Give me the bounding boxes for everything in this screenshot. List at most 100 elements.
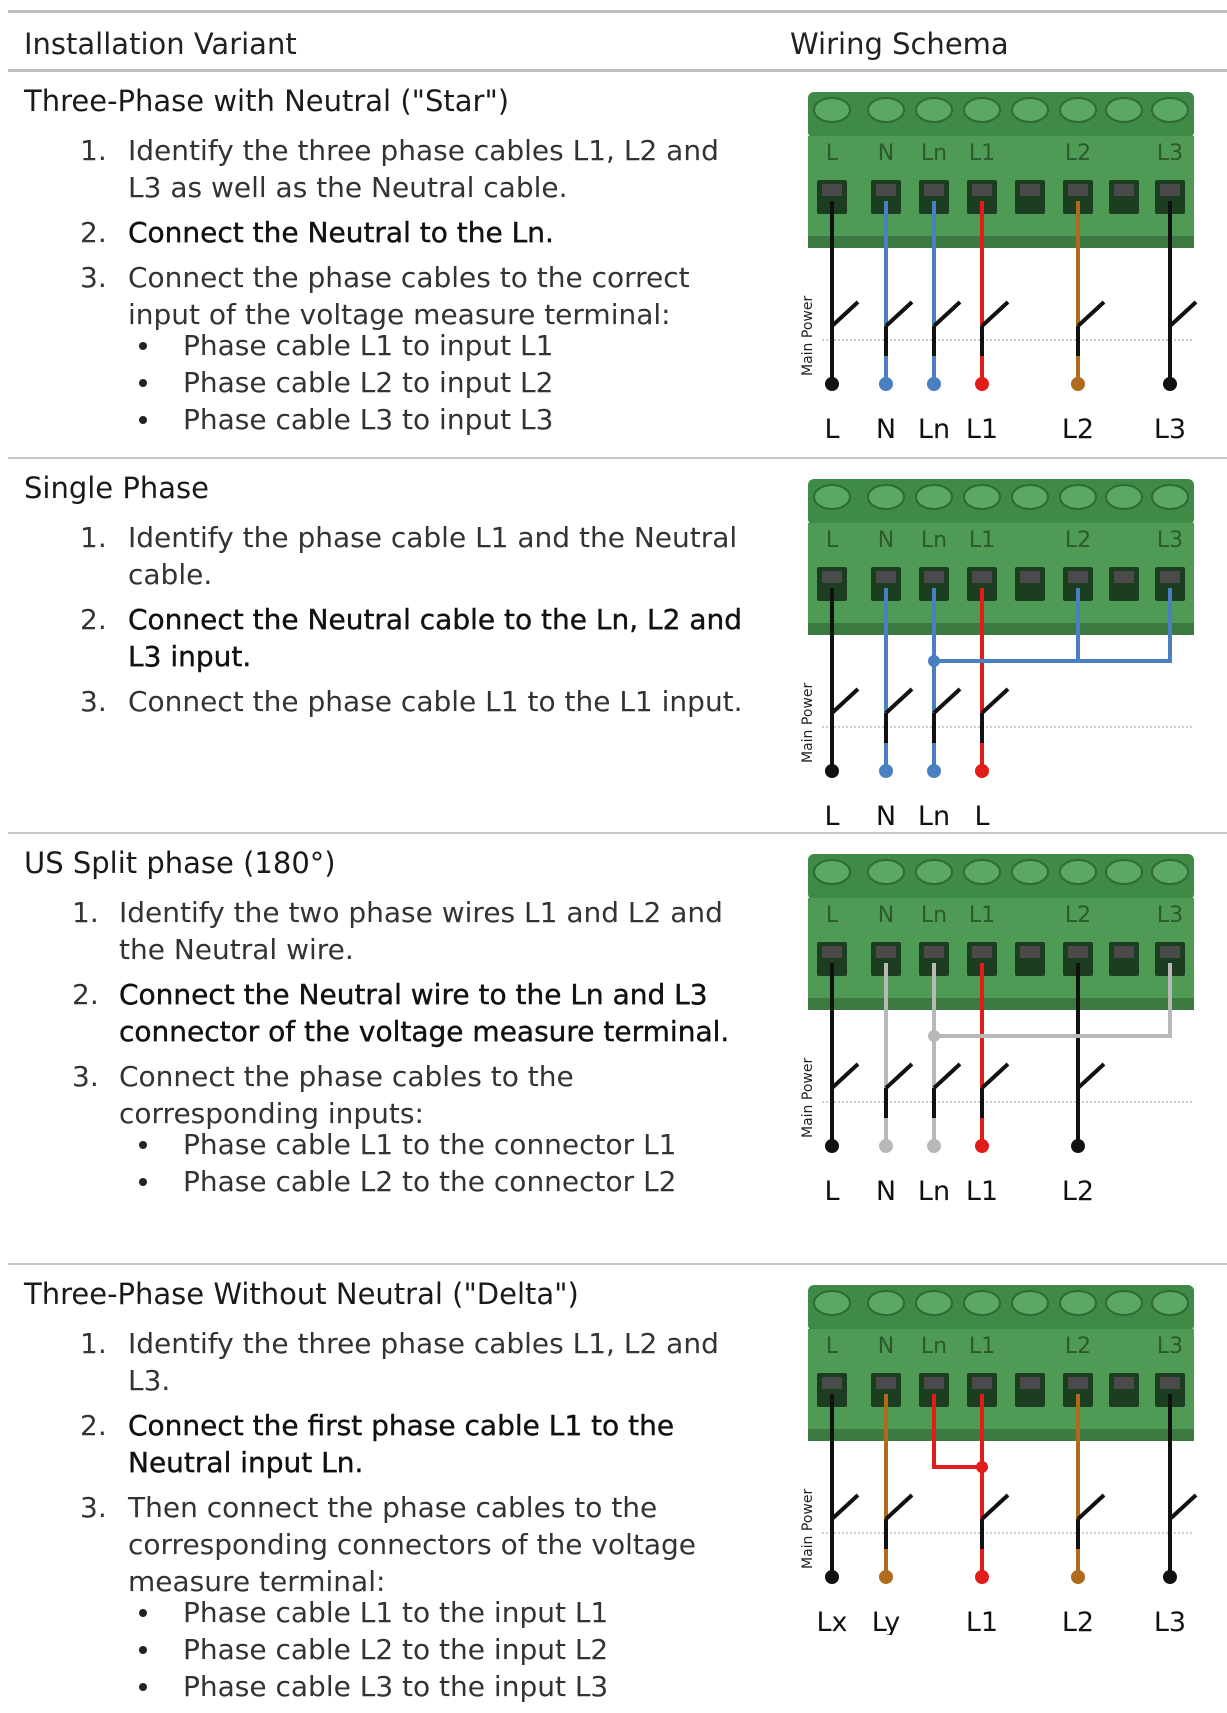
- terminal-label: N: [878, 1334, 894, 1359]
- step-text: Connect the first phase cable L1 to the …: [128, 1409, 675, 1479]
- main-power-label: Main Power: [800, 683, 816, 763]
- terminal-labels: L N Ln L1 L2 L3: [826, 141, 1183, 166]
- main-power-label: Main Power: [800, 296, 816, 376]
- terminal-label: L: [826, 903, 839, 928]
- bottom-label: L2: [1062, 1607, 1094, 1635]
- step-text: Connect the phase cables to the correspo…: [119, 1060, 574, 1130]
- bottom-label: N: [876, 1176, 896, 1204]
- bullet-text: Phase cable L1 to the connector L1: [183, 1128, 677, 1161]
- terminal-label: L1: [969, 903, 995, 928]
- wiring-table: Installation Variant Wiring Schema Three…: [8, 10, 1227, 1703]
- step-list: 1.Identify the three phase cables L1, L2…: [8, 1325, 748, 1713]
- bullet-text: Phase cable L3 to the input L3: [183, 1670, 609, 1703]
- bullet-item: Phase cable L1 to the input L1: [8, 1594, 748, 1631]
- bottom-labels: Lx Ly L1 L2 L3: [816, 1607, 1186, 1635]
- step-number: 3.: [80, 1491, 107, 1524]
- bullet-item: Phase cable L3 to input L3: [8, 401, 748, 438]
- step-item: 1. Identify the phase cable L1 and the Ne…: [8, 519, 748, 593]
- variant-title: Three-Phase Without Neutral ("Delta"): [24, 1277, 579, 1311]
- step-text: Connect the Neutral to the Ln.: [128, 216, 554, 249]
- variant-split-row: US Split phase (180°) 1.Identify the two…: [8, 834, 1227, 1265]
- switch-row: [822, 1493, 1198, 1584]
- bullet-dot: [139, 1646, 147, 1654]
- bullet-list: Phase cable L1 to the input L1 Phase cab…: [8, 1594, 748, 1705]
- terminal-label: L1: [969, 528, 995, 553]
- bullet-text: Phase cable L2 to the connector L2: [183, 1165, 677, 1198]
- bullet-dot: [139, 1683, 147, 1691]
- bottom-label: L1: [966, 1607, 998, 1635]
- wires: [830, 201, 1172, 356]
- terminal-label: L3: [1157, 141, 1183, 166]
- terminal-block: [808, 92, 1194, 248]
- step-item: 2.Connect the first phase cable L1 to th…: [8, 1407, 748, 1481]
- terminal-label: L2: [1065, 141, 1091, 166]
- terminal-label: N: [878, 903, 894, 928]
- step-list: 1. Identify the three phase cables L1, L2…: [8, 132, 748, 446]
- step-number: 1.: [80, 521, 107, 554]
- variant-title: Single Phase: [24, 471, 209, 505]
- step-item: 1. Identify the two phase wires L1 and L2…: [8, 894, 748, 968]
- step-text: Identify the three phase cables L1, L2 a…: [128, 134, 719, 204]
- bullet-item: Phase cable L3 to the input L3: [8, 1668, 748, 1705]
- terminal-label: Ln: [921, 1334, 947, 1359]
- step-number: 3.: [80, 685, 107, 718]
- variant-delta-row: Three-Phase Without Neutral ("Delta") 1.…: [8, 1265, 1227, 1703]
- header-schema: Wiring Schema: [790, 27, 1009, 61]
- variant-single-row: Single Phase 1. Identify the phase cable …: [8, 459, 1227, 834]
- terminal-label: L3: [1157, 903, 1183, 928]
- terminal-label: Ln: [921, 141, 947, 166]
- terminal-labels: L N Ln L1 L2 L3: [826, 903, 1183, 928]
- step-text: Identify the phase cable L1 and the Neut…: [128, 521, 738, 591]
- step-list: 1. Identify the phase cable L1 and the Ne…: [8, 519, 748, 728]
- bottom-label: L3: [1154, 414, 1186, 442]
- bottom-label: L1: [966, 1176, 998, 1204]
- step-item: 3.Connect the phase cables to the correc…: [8, 259, 748, 438]
- bullet-dot: [139, 1141, 147, 1149]
- step-number: 1.: [80, 134, 107, 167]
- terminal-label: L1: [969, 1334, 995, 1359]
- step-item: 2. Connect the Neutral wire to the Ln and…: [8, 976, 748, 1050]
- bullet-dot: [139, 342, 147, 350]
- bottom-labels: L N Ln L1 L2: [824, 1176, 1094, 1204]
- bullet-text: Phase cable L2 to input L2: [183, 366, 554, 399]
- step-number: 1.: [72, 896, 99, 929]
- bottom-label: L: [824, 1176, 839, 1204]
- step-text: Connect the phase cables to the correct …: [128, 261, 690, 331]
- variant-star-row: Three-Phase with Neutral ("Star") 1. Iden…: [8, 72, 1227, 459]
- switch-row: [822, 300, 1198, 391]
- wiring-diagram-delta: L N Ln L1 L2 L3 Main Power Lx Ly L1 L2 L…: [800, 1285, 1198, 1635]
- bottom-label: L1: [966, 414, 998, 442]
- step-item: 2.Connect the Neutral cable to the Ln, L…: [8, 601, 748, 675]
- step-item: 1. Identify the three phase cables L1, L2…: [8, 132, 748, 206]
- bullet-text: Phase cable L1 to input L1: [183, 329, 554, 362]
- step-number: 2.: [80, 216, 107, 249]
- wiring-diagram-single: L N Ln L1 L2 L3 Main Power L N Ln L: [800, 479, 1194, 829]
- step-text: Connect the Neutral wire to the Ln and L…: [119, 978, 730, 1048]
- step-text: Identify the two phase wires L1 and L2 a…: [119, 896, 723, 966]
- step-number: 3.: [72, 1060, 99, 1093]
- terminal-label: N: [878, 141, 894, 166]
- step-item: 3.Then connect the phase cables to the c…: [8, 1489, 748, 1705]
- wires: [830, 963, 1172, 1118]
- bottom-label: Ly: [872, 1607, 901, 1635]
- step-number: 2.: [72, 978, 99, 1011]
- bottom-labels: L N Ln L: [824, 801, 989, 829]
- bullet-dot: [139, 379, 147, 387]
- bullet-item: Phase cable L1 to input L1: [8, 327, 748, 364]
- main-power-label: Main Power: [800, 1058, 816, 1138]
- terminal-label: L3: [1157, 528, 1183, 553]
- wiring-diagram-star: L N Ln L1 L2 L3 Main Power L N Ln L1 L2 …: [800, 92, 1198, 442]
- main-power-label: Main Power: [800, 1489, 816, 1569]
- bullet-item: Phase cable L2 to the input L2: [8, 1631, 748, 1668]
- variant-title: Three-Phase with Neutral ("Star"): [24, 84, 510, 118]
- terminal-label: Ln: [921, 528, 947, 553]
- terminal-labels: L N Ln L1 L2 L3: [826, 528, 1183, 553]
- bullet-dot: [139, 416, 147, 424]
- step-item: 2. Connect the Neutral to the Ln.: [8, 214, 748, 251]
- bottom-labels: L N Ln L1 L2 L3: [824, 414, 1186, 442]
- terminal-block: [808, 1285, 1194, 1441]
- step-text: Connect the phase cable L1 to the L1 inp…: [128, 685, 743, 718]
- terminal-label: L2: [1065, 528, 1091, 553]
- step-item: 3. Connect the phase cables to the corres…: [8, 1058, 748, 1200]
- bottom-label: Ln: [918, 1176, 950, 1204]
